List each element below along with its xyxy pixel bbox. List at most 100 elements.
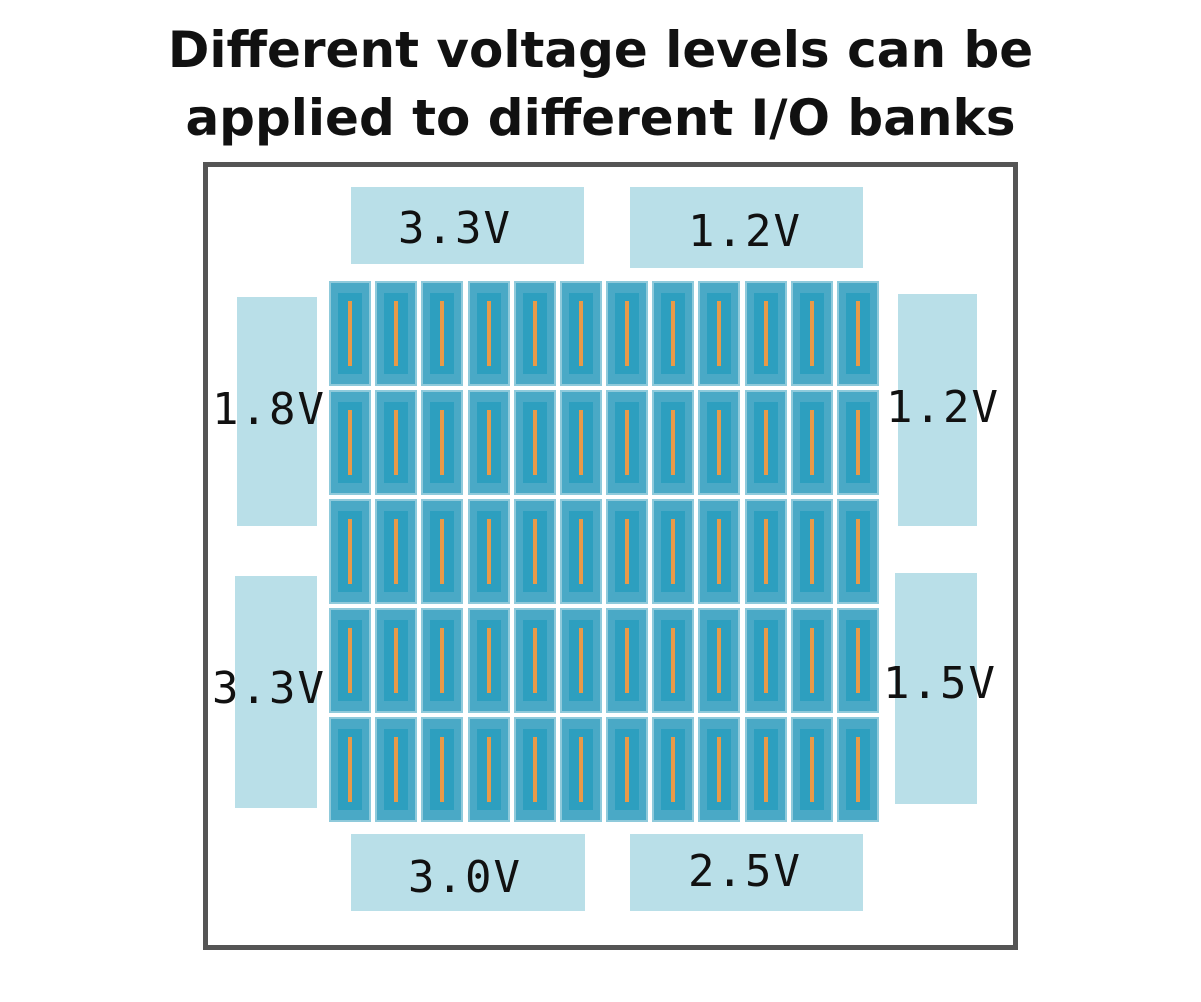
logic-cell bbox=[744, 499, 787, 604]
logic-cell bbox=[329, 717, 372, 822]
logic-cell-stripe bbox=[671, 301, 676, 366]
logic-cell-stripe bbox=[578, 628, 583, 693]
logic-cell-stripe bbox=[440, 301, 445, 366]
io-bank-right-upper bbox=[898, 294, 977, 526]
logic-cell bbox=[790, 608, 833, 713]
logic-cell bbox=[329, 499, 372, 604]
logic-cell-stripe bbox=[578, 301, 583, 366]
logic-cell bbox=[375, 717, 418, 822]
logic-cell bbox=[836, 390, 879, 495]
logic-cell bbox=[698, 390, 741, 495]
logic-cell-stripe bbox=[809, 737, 814, 802]
logic-cell bbox=[375, 608, 418, 713]
logic-cell bbox=[375, 390, 418, 495]
logic-cell bbox=[513, 499, 556, 604]
logic-cell-stripe bbox=[809, 301, 814, 366]
io-bank-left-upper bbox=[237, 297, 317, 526]
logic-cell-stripe bbox=[625, 301, 630, 366]
logic-cell bbox=[329, 390, 372, 495]
logic-cell bbox=[836, 608, 879, 713]
logic-cell-stripe bbox=[855, 628, 860, 693]
logic-cell bbox=[513, 390, 556, 495]
io-bank-left-lower-voltage: 3.3V bbox=[212, 663, 326, 714]
logic-cell-stripe bbox=[348, 519, 353, 584]
logic-cell bbox=[513, 717, 556, 822]
diagram-title-line-2: applied to different I/O banks bbox=[185, 89, 1016, 147]
io-bank-bottom-left bbox=[351, 834, 585, 911]
logic-cell bbox=[698, 717, 741, 822]
logic-cell bbox=[329, 608, 372, 713]
logic-cell bbox=[375, 499, 418, 604]
io-bank-bottom-left-voltage: 3.0V bbox=[408, 852, 522, 903]
logic-cell bbox=[559, 608, 602, 713]
logic-cell-stripe bbox=[763, 301, 768, 366]
io-bank-top-left bbox=[351, 187, 584, 264]
logic-cell-stripe bbox=[855, 519, 860, 584]
logic-cell-stripe bbox=[671, 410, 676, 475]
logic-cell bbox=[790, 281, 833, 386]
logic-cell-stripe bbox=[625, 410, 630, 475]
logic-cell bbox=[836, 281, 879, 386]
io-bank-bottom-right-voltage: 2.5V bbox=[688, 846, 802, 897]
logic-cell bbox=[836, 717, 879, 822]
logic-cell-stripe bbox=[348, 737, 353, 802]
logic-cell-stripe bbox=[532, 519, 537, 584]
logic-cell-stripe bbox=[809, 519, 814, 584]
logic-cell-stripe bbox=[763, 737, 768, 802]
logic-cell-stripe bbox=[394, 410, 399, 475]
logic-cell bbox=[652, 717, 695, 822]
logic-cell-stripe bbox=[394, 519, 399, 584]
logic-cell bbox=[790, 499, 833, 604]
logic-cell bbox=[559, 281, 602, 386]
logic-cell bbox=[744, 281, 787, 386]
logic-cell-stripe bbox=[578, 737, 583, 802]
logic-cell bbox=[467, 390, 510, 495]
io-bank-right-upper-voltage: 1.2V bbox=[886, 382, 1000, 433]
logic-cell-stripe bbox=[763, 628, 768, 693]
io-bank-bottom-right bbox=[630, 834, 863, 911]
logic-cell-stripe bbox=[486, 410, 491, 475]
logic-cell-stripe bbox=[763, 410, 768, 475]
logic-cell bbox=[790, 390, 833, 495]
logic-cell-stripe bbox=[532, 737, 537, 802]
logic-cell bbox=[744, 390, 787, 495]
logic-cell-stripe bbox=[717, 410, 722, 475]
logic-cell-stripe bbox=[625, 519, 630, 584]
io-bank-top-right-voltage: 1.2V bbox=[688, 206, 802, 257]
logic-cell-stripe bbox=[578, 410, 583, 475]
diagram-title-line-1: Different voltage levels can be bbox=[167, 21, 1034, 79]
io-bank-top-right bbox=[630, 187, 863, 268]
io-bank-left-upper-voltage: 1.8V bbox=[212, 384, 326, 435]
logic-cell bbox=[606, 499, 649, 604]
logic-cell-stripe bbox=[763, 519, 768, 584]
logic-cell-stripe bbox=[532, 301, 537, 366]
logic-cell bbox=[467, 717, 510, 822]
logic-cell-stripe bbox=[671, 737, 676, 802]
logic-cell-stripe bbox=[394, 301, 399, 366]
logic-cell bbox=[559, 499, 602, 604]
logic-cell-stripe bbox=[486, 628, 491, 693]
logic-cell-stripe bbox=[440, 410, 445, 475]
logic-cell bbox=[698, 281, 741, 386]
logic-cell-stripe bbox=[532, 628, 537, 693]
logic-cell bbox=[559, 390, 602, 495]
logic-cell bbox=[652, 608, 695, 713]
logic-cell-stripe bbox=[717, 301, 722, 366]
logic-cell bbox=[513, 608, 556, 713]
logic-cell bbox=[421, 281, 464, 386]
io-bank-right-lower-voltage: 1.5V bbox=[883, 658, 997, 709]
logic-cell-stripe bbox=[348, 628, 353, 693]
logic-cell bbox=[606, 281, 649, 386]
logic-cell-stripe bbox=[348, 301, 353, 366]
logic-cell bbox=[698, 499, 741, 604]
core-logic-grid bbox=[329, 281, 879, 822]
logic-cell bbox=[652, 499, 695, 604]
io-bank-top-left-voltage: 3.3V bbox=[398, 203, 512, 254]
logic-cell-stripe bbox=[625, 628, 630, 693]
logic-cell-stripe bbox=[532, 410, 537, 475]
logic-cell-stripe bbox=[486, 737, 491, 802]
logic-cell-stripe bbox=[486, 301, 491, 366]
logic-cell-stripe bbox=[440, 519, 445, 584]
logic-cell bbox=[790, 717, 833, 822]
logic-cell bbox=[467, 499, 510, 604]
